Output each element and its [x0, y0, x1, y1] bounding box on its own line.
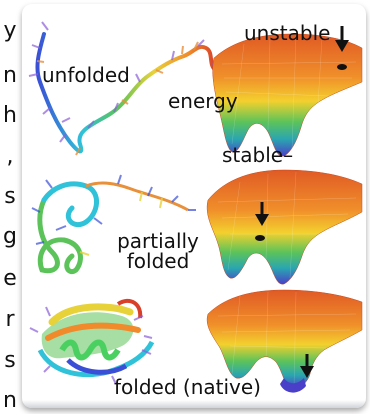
bottom-shadow-strip: [22, 400, 366, 408]
cutoff-letter: g: [3, 224, 17, 249]
stable-label: stable–: [222, 143, 294, 167]
cutoff-letter: e: [3, 266, 17, 291]
cutoff-letter: ,: [6, 144, 14, 169]
down-arrow-icon: [335, 26, 349, 52]
cutoff-letter: y: [3, 18, 17, 43]
unfolded-label: unfolded: [42, 63, 130, 87]
energy-label: energy: [168, 89, 238, 113]
partially-label: partially: [117, 229, 199, 253]
folded-native-label: folded (native): [114, 375, 261, 399]
cutoff-letter: s: [4, 348, 16, 373]
cutoff-letter: s: [4, 184, 16, 209]
cutoff-text-column: y n h , s g e r s n: [0, 0, 20, 414]
energy-landscape-partial: [206, 169, 363, 285]
unfolded-protein-chain: [28, 21, 221, 156]
folded-label: folded: [126, 249, 190, 273]
ball-marker-icon: [255, 235, 265, 241]
figure-frame: unfolded energy unstable stable– partial…: [22, 4, 366, 408]
figure-illustration: [28, 21, 363, 393]
partially-folded-protein: [31, 174, 196, 274]
down-arrow-icon: [255, 202, 269, 226]
cutoff-letter: n: [3, 63, 17, 88]
native-folded-protein: [29, 298, 155, 385]
energy-landscape-native: [206, 289, 363, 393]
unstable-label: unstable: [244, 21, 331, 45]
cutoff-letter: r: [5, 307, 15, 332]
cutoff-letter: h: [3, 103, 17, 128]
cutoff-letter: n: [3, 388, 17, 413]
energy-landscape-unfolded: [212, 26, 363, 157]
down-arrow-icon: [300, 354, 314, 378]
ball-marker-icon: [337, 64, 347, 70]
